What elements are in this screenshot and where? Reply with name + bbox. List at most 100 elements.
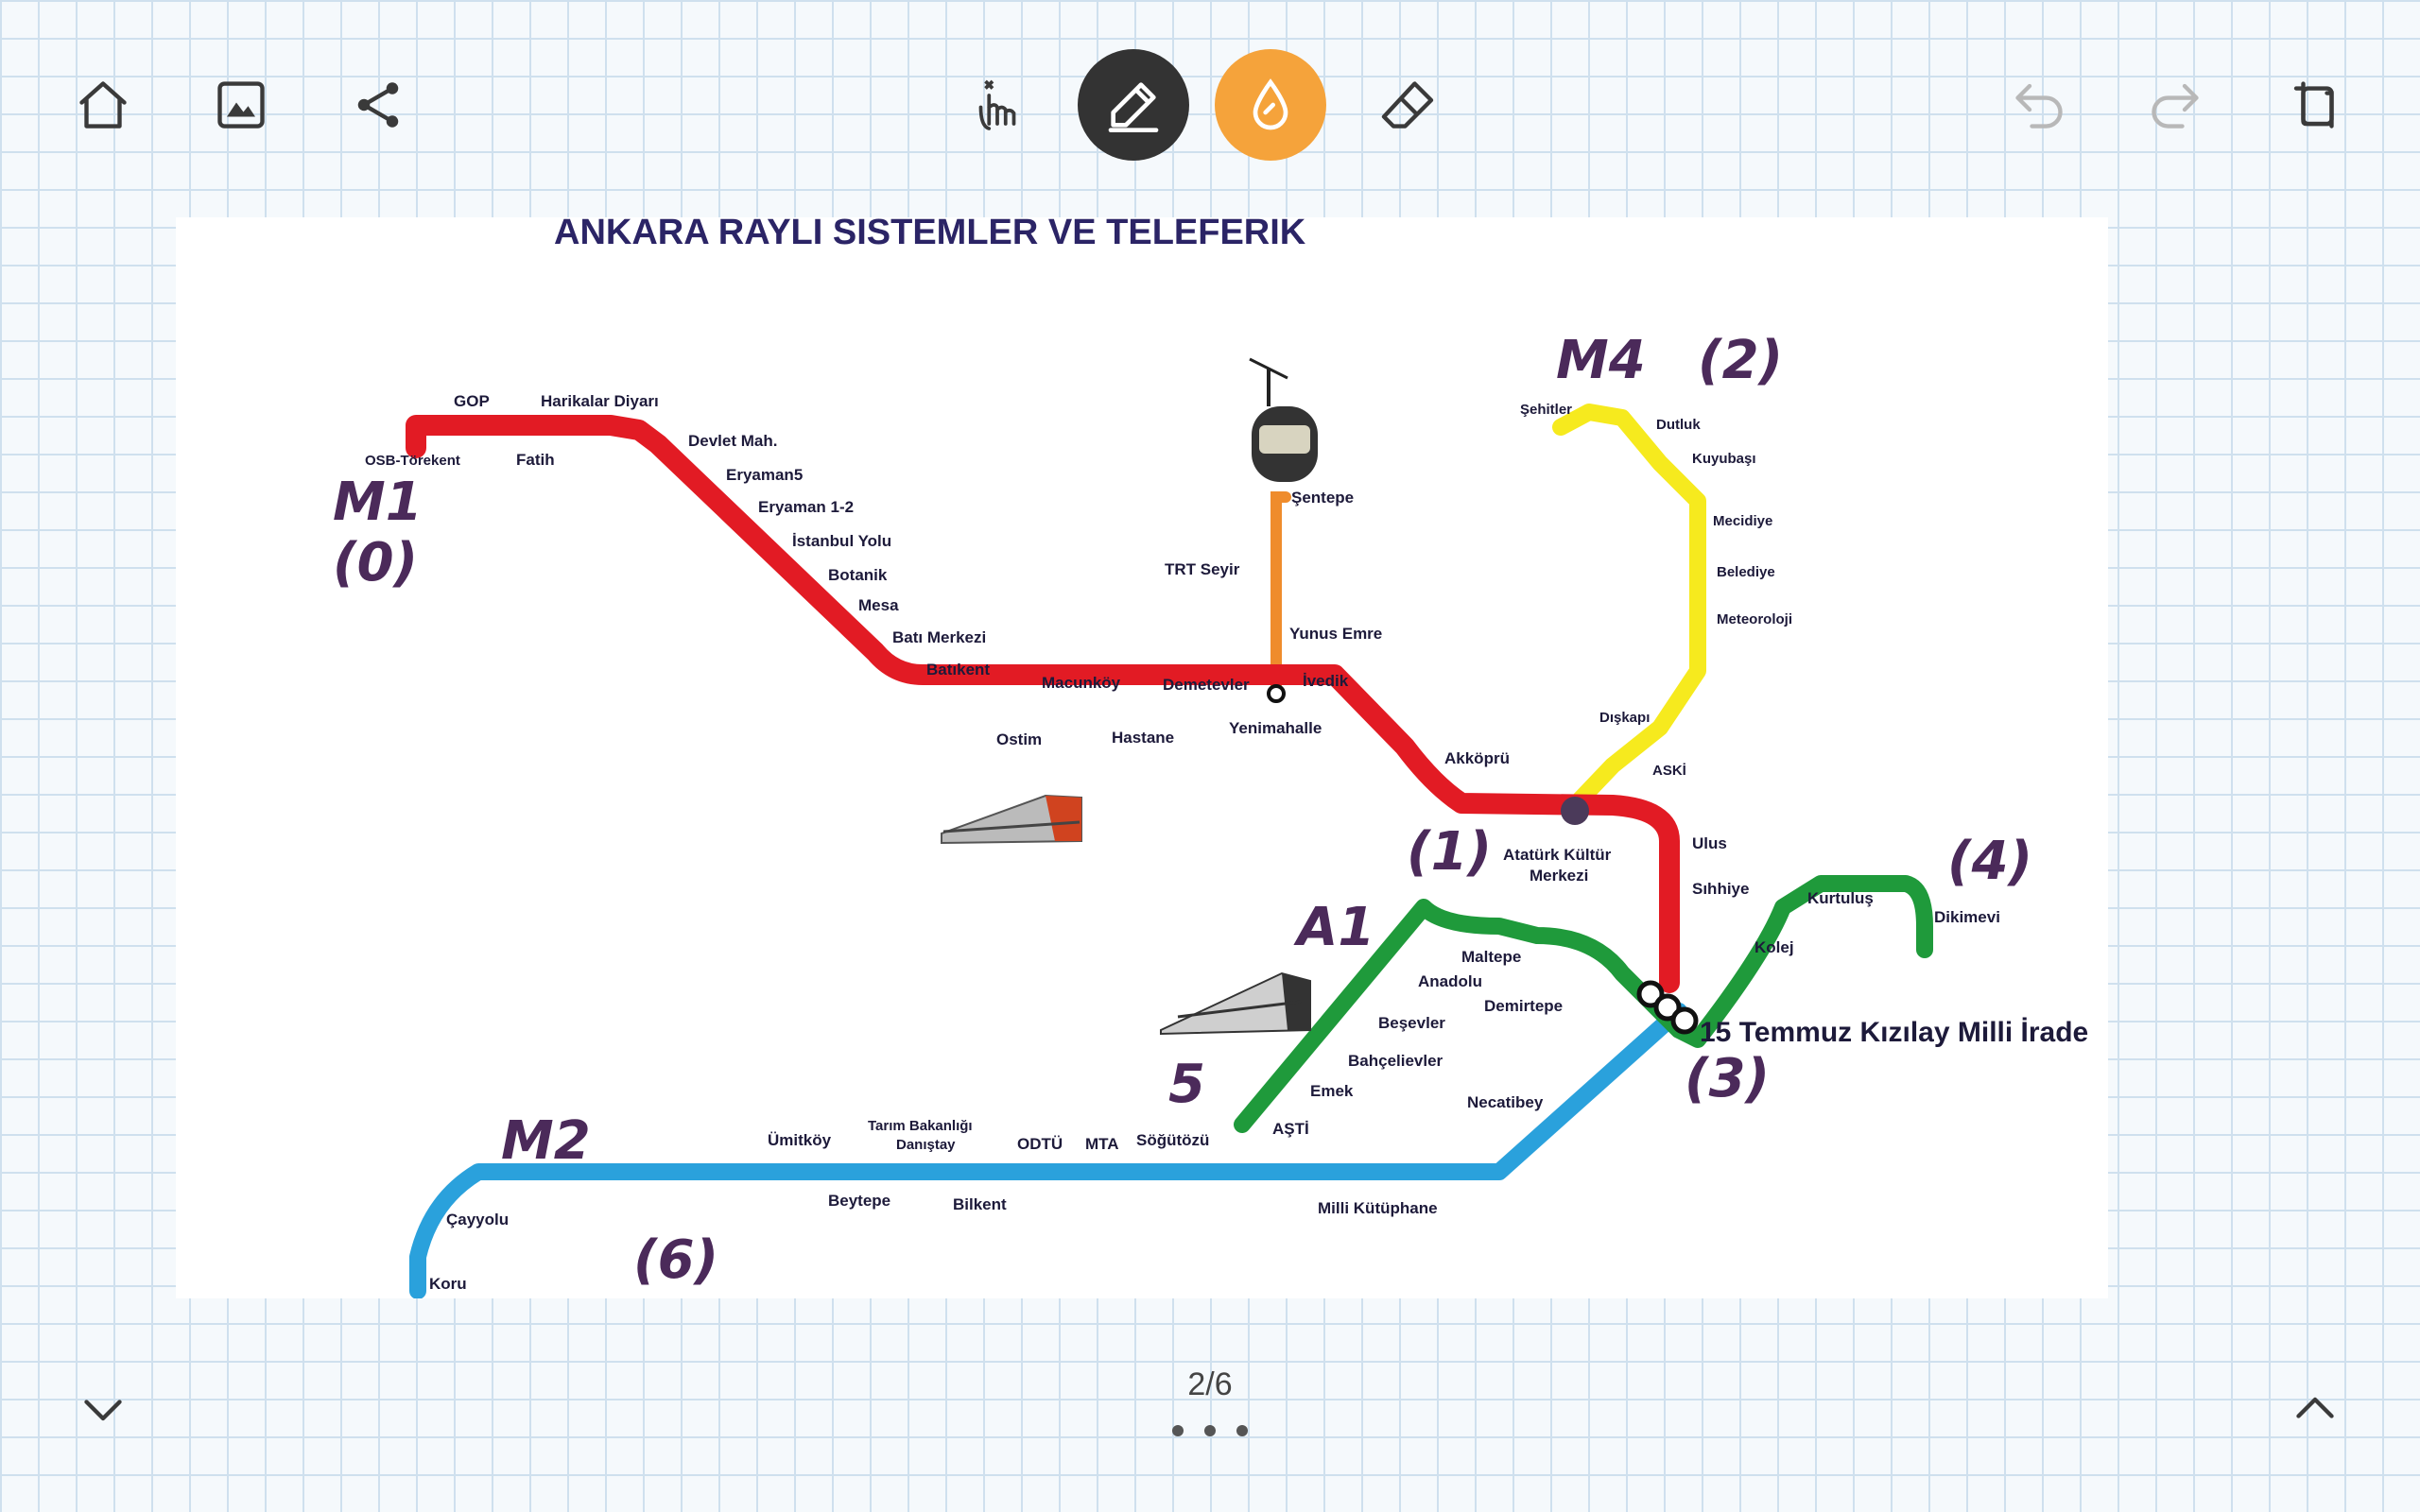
pen-icon [1108, 82, 1159, 132]
station-label: Koru [429, 1275, 467, 1293]
interchange-yenimahalle [1267, 684, 1286, 703]
station-label: TRT Seyir [1165, 560, 1240, 578]
station-label: Tarım Bakanlığı [868, 1118, 973, 1134]
cable-car-icon [1249, 357, 1318, 482]
station-label: İvedik [1303, 672, 1349, 690]
handwriting-4: (4) [1947, 831, 2032, 892]
station-label: Kolej [1754, 938, 1794, 956]
dot-icon [1236, 1425, 1248, 1436]
handwriting-m4: M4 [1556, 330, 1646, 391]
station-label: Harikalar Diyarı [541, 392, 659, 410]
map-title: ANKARA RAYLI SİSTEMLER VE TELEFERİK [554, 217, 1306, 252]
station-label: Maltepe [1461, 948, 1521, 966]
handwriting-6: (6) [633, 1229, 718, 1291]
station-label: Eryaman5 [726, 466, 803, 484]
station-label: ASKİ [1652, 763, 1686, 779]
station-label: Milli Kütüphane [1318, 1199, 1438, 1217]
station-label: Ostim [996, 730, 1042, 748]
station-label: Mecidiye [1713, 513, 1772, 529]
touch-pen-toggle-icon [978, 79, 1016, 130]
station-label: Batı Merkezi [892, 628, 986, 646]
station-label: Yunus Emre [1289, 625, 1382, 643]
handwriting-a1: A1 [1293, 897, 1374, 958]
station-label: Meteoroloji [1717, 611, 1792, 627]
line-m1-red [406, 415, 1680, 993]
handwriting-m2: M2 [501, 1110, 591, 1172]
station-label: Merkezi [1530, 867, 1588, 885]
page-indicator: 2/6 [1187, 1366, 1233, 1402]
handwriting-m1: M1 [333, 472, 423, 533]
chevron-down-icon [84, 1400, 122, 1421]
pen-tool-button[interactable] [1078, 49, 1189, 161]
handwriting-5: 5 [1168, 1054, 1205, 1115]
insert-image-button[interactable] [199, 62, 284, 147]
previous-page-button[interactable] [60, 1366, 146, 1452]
redo-icon [2152, 83, 2199, 129]
station-label: Beytepe [828, 1192, 890, 1210]
station-label: OSB-Törekent [365, 453, 460, 469]
station-label: Necatibey [1467, 1093, 1544, 1111]
handwriting-m4-number: (2) [1698, 330, 1783, 391]
station-label: Belediye [1717, 564, 1775, 580]
station-label: Hastane [1112, 729, 1174, 747]
station-label: İstanbul Yolu [792, 532, 891, 550]
station-label: Atatürk Kültür [1503, 846, 1612, 864]
station-label: Bahçelievler [1348, 1052, 1443, 1070]
station-label: Bilkent [953, 1195, 1007, 1213]
interchange-kizilay-3 [1670, 1006, 1699, 1035]
highlighter-icon [1253, 78, 1288, 130]
home-button[interactable] [60, 62, 146, 147]
station-label: Kurtuluş [1807, 889, 1874, 907]
eraser-tool-button[interactable] [1365, 62, 1450, 147]
highlighter-tool-button[interactable] [1215, 49, 1326, 161]
station-label: Mesa [858, 596, 899, 614]
more-options-button[interactable] [1172, 1425, 1248, 1444]
share-button[interactable] [336, 62, 421, 147]
undo-icon [2015, 83, 2063, 129]
station-label: Beşevler [1378, 1014, 1445, 1032]
share-icon [357, 82, 399, 128]
undo-button[interactable] [1996, 62, 2082, 147]
station-label: Macunköy [1042, 674, 1121, 692]
station-label: AŞTİ [1272, 1120, 1309, 1138]
interchange-akm [1561, 797, 1589, 825]
redo-button[interactable] [2133, 62, 2218, 147]
crop-icon [2293, 81, 2334, 129]
station-label: Söğütözü [1136, 1131, 1209, 1149]
station-label: Dışkapı [1599, 710, 1650, 726]
station-label-kizilay: 15 Temmuz Kızılay Milli İrade [1700, 1017, 2088, 1048]
chevron-up-icon [2296, 1397, 2334, 1418]
image-icon [217, 81, 265, 129]
handwriting-3: (3) [1685, 1048, 1770, 1109]
station-label: Botanik [828, 566, 888, 584]
station-label: Demirtepe [1484, 997, 1563, 1015]
station-label: Kuyubaşı [1692, 451, 1756, 467]
crop-button[interactable] [2273, 62, 2358, 147]
line-cable-orange [1270, 491, 1291, 699]
station-label: Devlet Mah. [688, 432, 777, 450]
station-label: Dikimevi [1934, 908, 2000, 926]
station-label: MTA [1085, 1135, 1119, 1153]
eraser-icon [1381, 81, 1434, 129]
station-label: Şentepe [1291, 489, 1354, 507]
station-label: Çayyolu [446, 1211, 509, 1228]
station-label: ODTÜ [1017, 1135, 1063, 1153]
station-label: Ümitköy [768, 1131, 832, 1149]
ankara-rail-map: ANKARA RAYLI SİSTEMLER VE TELEFERİK OSB-… [333, 217, 2088, 1298]
station-label: GOP [454, 392, 490, 410]
handwriting-1: (1) [1407, 821, 1492, 883]
line-m2-blue [409, 1003, 1687, 1298]
dot-icon [1172, 1425, 1184, 1436]
home-icon [79, 81, 127, 129]
dot-icon [1204, 1425, 1216, 1436]
next-page-button[interactable] [2273, 1366, 2358, 1452]
touch-pen-toggle-button[interactable] [955, 62, 1040, 147]
station-label: Dutluk [1656, 417, 1701, 433]
metro-train-icon [1160, 971, 1311, 1036]
station-label: Fatih [516, 451, 555, 469]
station-label: Akköprü [1444, 749, 1510, 767]
station-label: Danıştay [896, 1137, 956, 1153]
note-canvas[interactable]: ANKARA RAYLI SİSTEMLER VE TELEFERİK OSB-… [176, 217, 2108, 1298]
station-label: Batıkent [926, 661, 990, 679]
line-a1-green [1234, 875, 1933, 1133]
